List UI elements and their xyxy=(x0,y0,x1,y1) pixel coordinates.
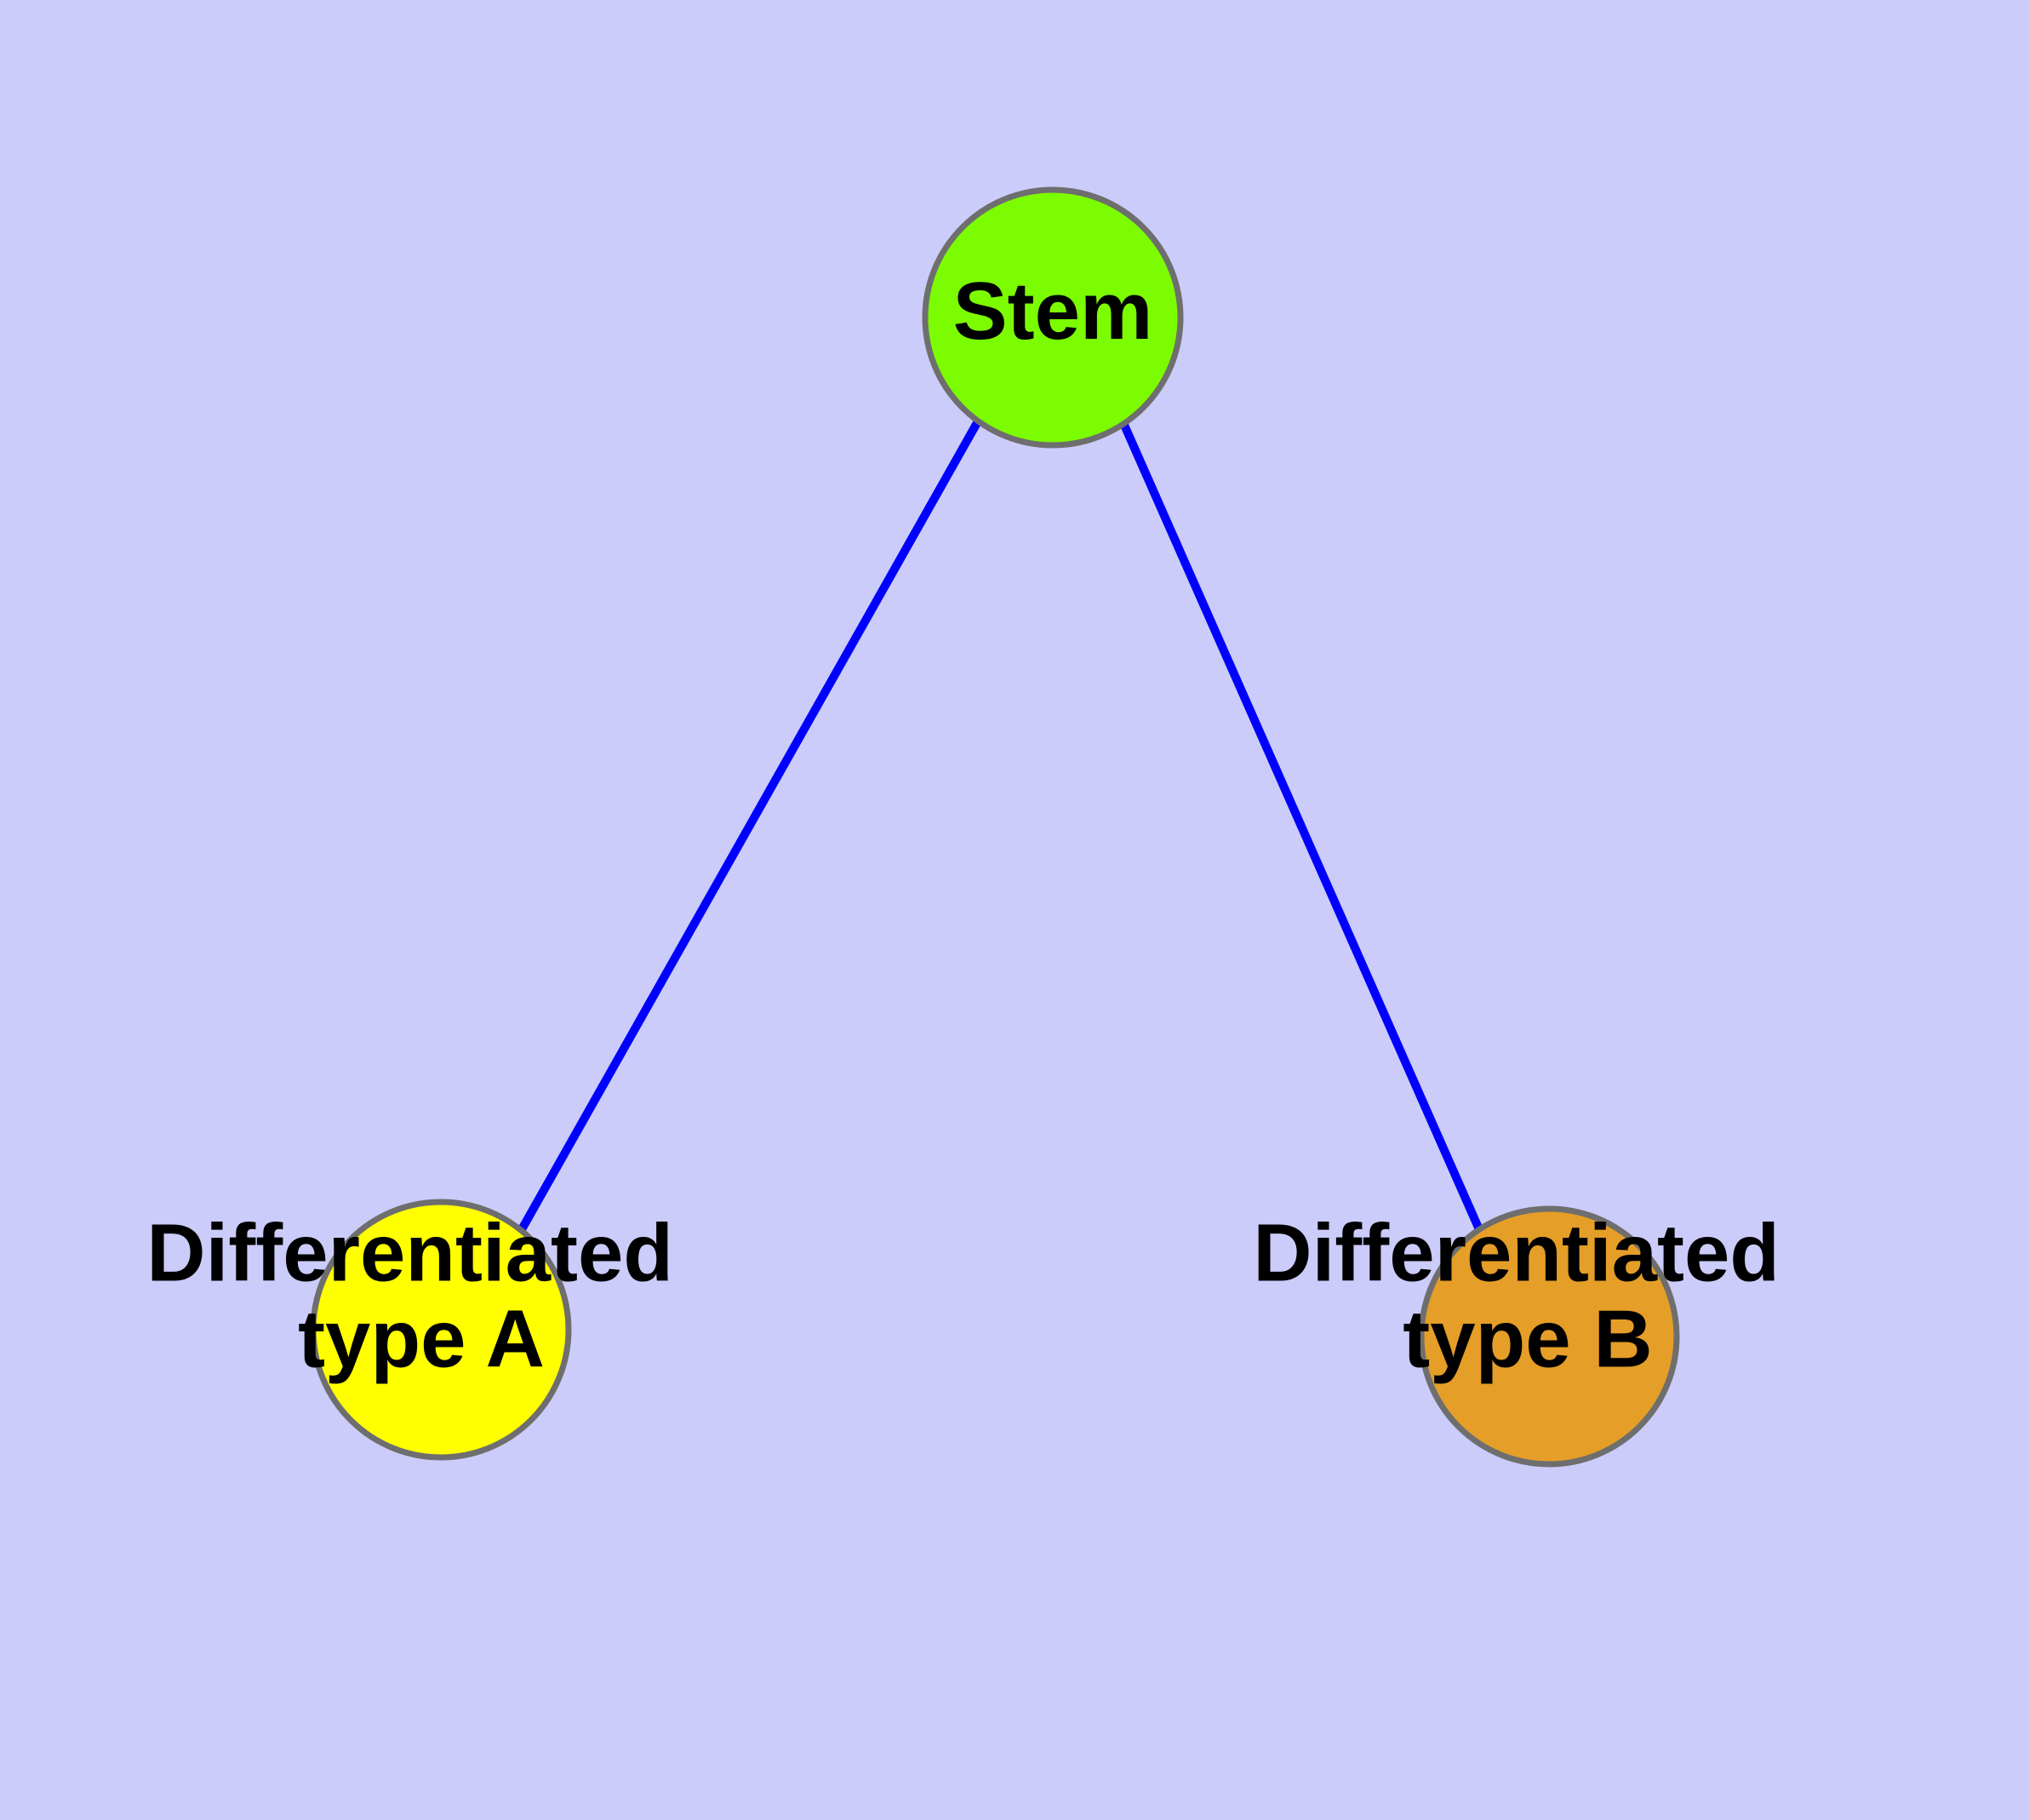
node-label-stem: Stem xyxy=(953,266,1153,357)
node-stem[interactable] xyxy=(922,186,1184,449)
node-label-differentiated-type-b-line2: type B xyxy=(1403,1294,1652,1385)
node-label-differentiated-type-a: Differentiated type A xyxy=(146,1208,695,1385)
node-label-stem-line1: Stem xyxy=(953,266,1153,357)
node-label-differentiated-type-b-line1: Differentiated xyxy=(1253,1208,1780,1299)
edges-group xyxy=(517,419,1483,1233)
nodes-group xyxy=(310,186,1680,1468)
node-label-differentiated-type-b: Differentiated type B xyxy=(1253,1208,1802,1385)
node-differentiated-type-a[interactable] xyxy=(310,1199,572,1461)
node-differentiated-type-b[interactable] xyxy=(1418,1205,1680,1468)
node-label-differentiated-type-a-line2: type A xyxy=(298,1294,545,1385)
node-label-differentiated-type-a-line1: Differentiated xyxy=(146,1208,673,1299)
node-labels-group: Stem Differentiated type A Differentiate… xyxy=(146,266,1802,1385)
edge-stem-to-differentiated-type-b[interactable] xyxy=(1119,421,1483,1230)
edge-stem-to-differentiated-type-a[interactable] xyxy=(517,419,982,1233)
